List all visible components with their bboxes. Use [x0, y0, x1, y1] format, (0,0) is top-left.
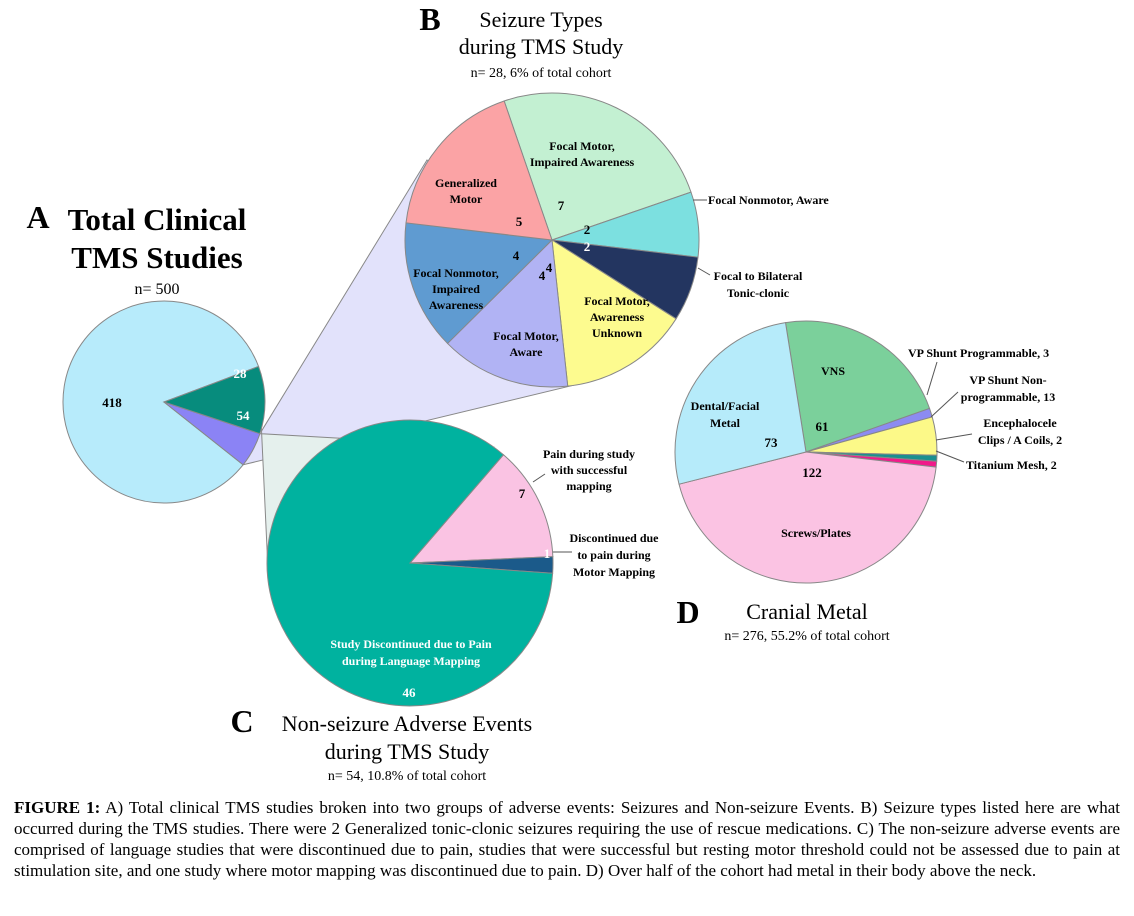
data-label: 7 — [558, 198, 565, 213]
chart-title: Cranial Metal — [746, 599, 868, 624]
slice-label: Focal Nonmotor, Aware — [708, 193, 829, 207]
data-label: 7 — [519, 486, 526, 501]
data-label: 4 — [539, 268, 546, 283]
cranial-metal-slice — [674, 322, 807, 485]
seizure-type-slice — [551, 239, 677, 387]
data-label: 2 — [584, 239, 591, 254]
slice-label: VP Shunt Non-programmable, 13 — [961, 373, 1055, 404]
total-studies-slice — [162, 365, 266, 435]
data-label: 418 — [102, 395, 122, 410]
panel-letter: B — [419, 1, 440, 37]
chart-subtitle: n= 28, 6% of total cohort — [471, 66, 612, 81]
leader-line — [532, 473, 546, 483]
slice-label: Titanium Mesh, 2 — [966, 458, 1057, 472]
data-label: 2 — [584, 222, 591, 237]
data-label: 4 — [513, 248, 520, 263]
chart-subtitle: n= 276, 55.2% of total cohort — [724, 629, 889, 644]
cranial-metal-slice — [678, 451, 937, 584]
adverse-event-slice — [266, 419, 554, 707]
figure-caption: FIGURE 1: A) Total clinical TMS studies … — [14, 797, 1120, 881]
seizure-type-slice — [446, 238, 569, 388]
seizure-type-slice — [404, 222, 554, 345]
leader-line — [935, 433, 973, 441]
leader-line — [935, 450, 965, 463]
seizure-type-slice — [503, 92, 692, 241]
chart-subtitle: n= 54, 10.8% of total cohort — [328, 769, 486, 784]
chart-subtitle: n= 500 — [134, 281, 179, 298]
adverse-event-slice — [408, 454, 554, 564]
seizure-type-slice — [405, 100, 553, 241]
panel-letter: D — [676, 594, 699, 630]
leader-line — [930, 391, 959, 418]
leader-line — [697, 267, 711, 276]
slice-label: Focal Motor,Impaired Awareness — [530, 139, 635, 169]
total-studies-slice — [62, 300, 260, 504]
data-label: 1 — [544, 546, 551, 561]
panel-letter: A — [26, 199, 49, 235]
cranial-metal-slice — [784, 320, 931, 453]
slice-label: Focal Motor,Aware — [493, 329, 559, 359]
data-label: 61 — [816, 419, 829, 434]
leader-line — [926, 361, 938, 396]
data-label: 5 — [516, 214, 523, 229]
slice-label: VP Shunt Programmable, 3 — [908, 346, 1049, 360]
data-label: 28 — [234, 366, 248, 381]
data-label: 54 — [237, 408, 251, 423]
data-label: 4 — [546, 260, 553, 275]
data-label: 73 — [765, 435, 779, 450]
caption-text: A) Total clinical TMS studies broken int… — [14, 798, 1120, 880]
data-label: 46 — [403, 685, 417, 700]
data-label: 122 — [802, 465, 822, 480]
slice-label: VNS — [821, 364, 845, 378]
slice-label: Screws/Plates — [781, 526, 851, 540]
caption-lead: FIGURE 1: — [14, 798, 101, 817]
panel-letter: C — [230, 703, 253, 739]
